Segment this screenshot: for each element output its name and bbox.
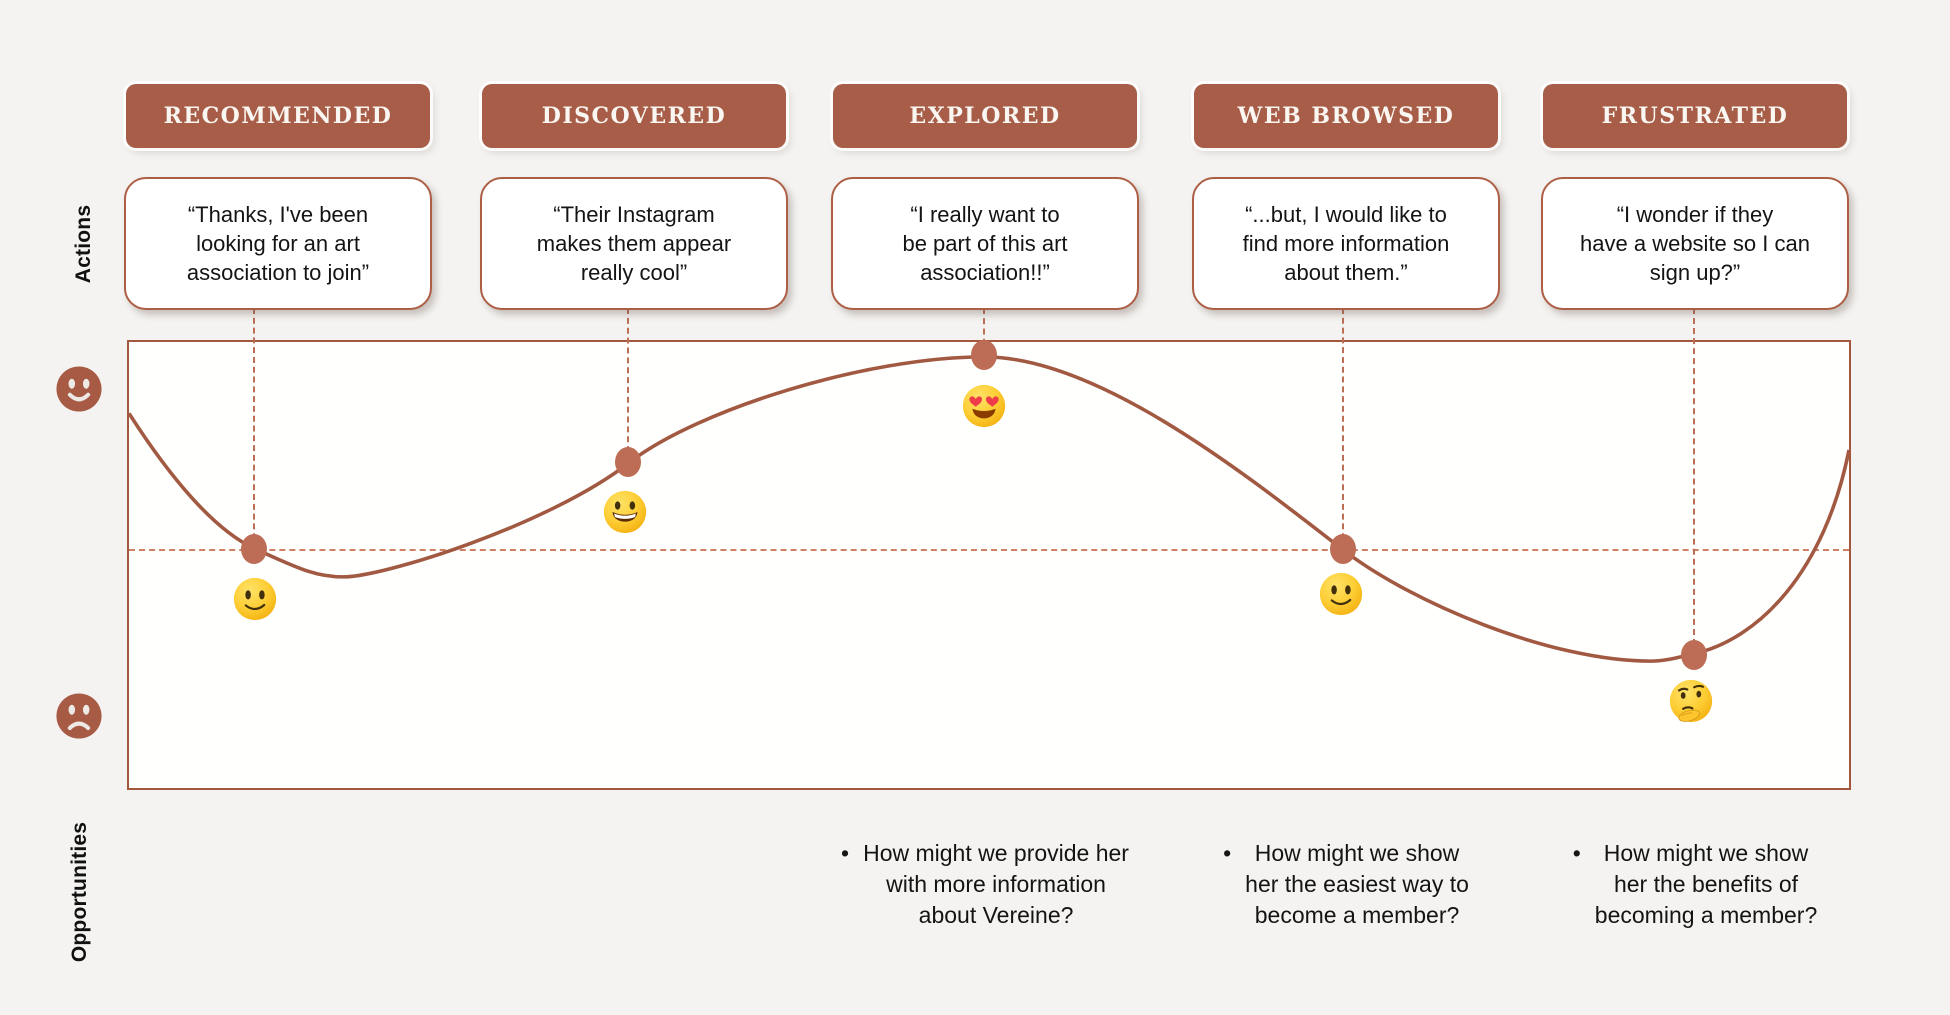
connector-explored [983, 308, 985, 355]
quote-bubble-frustrated: “I wonder if they have a website so I ca… [1541, 177, 1849, 310]
curve-point-recommended [241, 534, 267, 564]
connector-web-browsed [1342, 308, 1344, 549]
happy-face-icon [56, 366, 102, 412]
connector-recommended [253, 308, 255, 549]
quote-bubble-web-browsed: “...but, I would like to find more infor… [1192, 177, 1500, 310]
opportunity-explored: • How might we provide her with more inf… [785, 838, 1185, 931]
curve-point-web-browsed [1330, 534, 1356, 564]
thinking-face-icon [1669, 679, 1713, 723]
opportunity-text: How might we provide her with more infor… [863, 840, 1129, 928]
curve-point-frustrated [1681, 640, 1707, 670]
opportunity-text: How might we show her the easiest way to… [1245, 840, 1469, 928]
stage-badge-frustrated: FRUSTRATED [1543, 84, 1847, 148]
stage-badge-explored: EXPLORED [833, 84, 1137, 148]
actions-axis-label: Actions [72, 204, 95, 284]
stage-badge-web-browsed: WEB BROWSED [1194, 84, 1498, 148]
bullet-icon: • [1223, 840, 1232, 866]
stage-badge-discovered: DISCOVERED [482, 84, 786, 148]
opportunity-text: How might we show her the benefits of be… [1594, 840, 1818, 928]
grinning-face-icon [603, 490, 647, 534]
quote-bubble-recommended: “Thanks, I've been looking for an art as… [124, 177, 432, 310]
neutral-baseline [129, 549, 1849, 551]
curve-point-explored [971, 340, 997, 370]
slightly-smiling-face-icon [1319, 572, 1363, 616]
heart-eyes-face-icon [962, 384, 1006, 428]
sad-face-icon [56, 693, 102, 739]
opportunity-web-browsed: • How might we show her the easiest way … [1146, 838, 1546, 931]
stage-badge-recommended: RECOMMENDED [126, 84, 430, 148]
bullet-icon: • [841, 840, 850, 866]
quote-bubble-discovered: “Their Instagram makes them appear reall… [480, 177, 788, 310]
connector-frustrated [1693, 308, 1695, 655]
opportunities-axis-label: Opportunities [68, 821, 91, 963]
quote-bubble-explored: “I really want to be part of this art as… [831, 177, 1139, 310]
connector-discovered [627, 308, 629, 462]
bullet-icon: • [1572, 840, 1581, 866]
curve-point-discovered [615, 447, 641, 477]
slightly-smiling-face-icon [233, 577, 277, 621]
opportunity-frustrated: • How might we show her the benefits of … [1495, 838, 1895, 931]
